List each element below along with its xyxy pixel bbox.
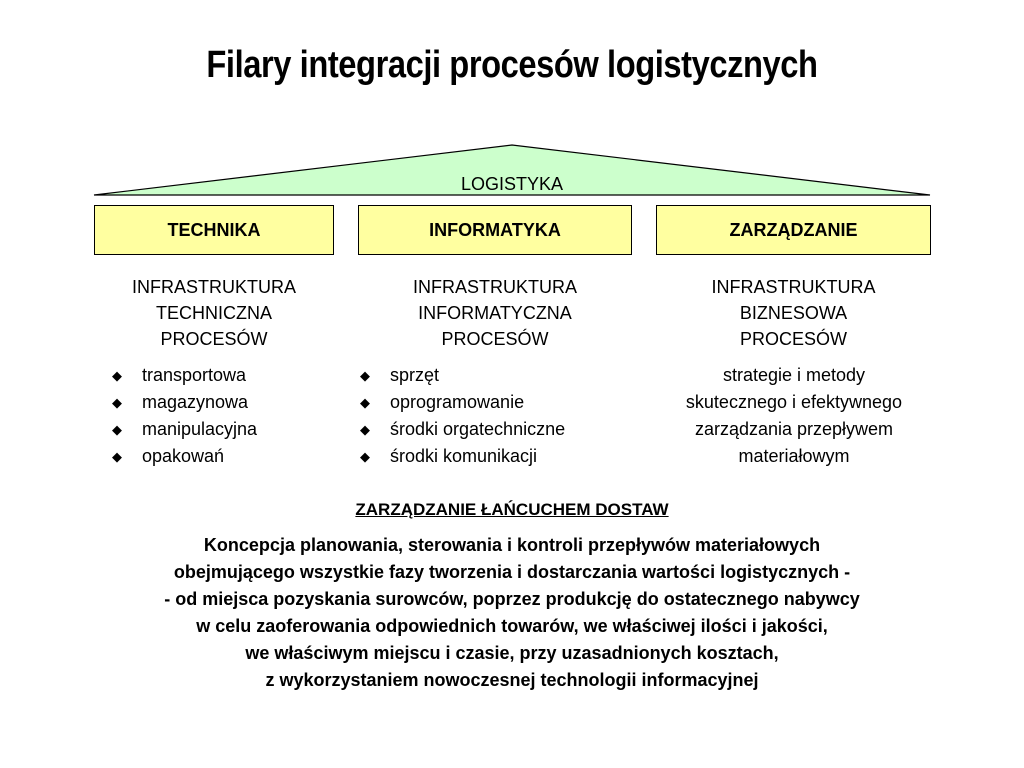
description-line: skutecznego i efektywnego: [685, 392, 903, 412]
concept-line: we właściwym miejscu i czasie, przy uzas…: [245, 643, 779, 663]
concept-line: w celu zaoferowania odpowiednich towarów…: [196, 616, 828, 636]
item-label: środki orgatechniczne: [390, 419, 566, 439]
infra-zarzadzanie: INFRASTRUKTURA BIZNESOWA PROCESÓW: [656, 274, 931, 352]
list-item: ◆ transportowa: [112, 362, 257, 389]
diamond-bullet-icon: ◆: [112, 368, 122, 383]
infra-line: INFRASTRUKTURA: [131, 277, 296, 297]
zarzadzanie-description: strategie i metody skutecznego i efektyw…: [646, 362, 942, 470]
logistyka-roof: [93, 144, 931, 196]
list-item: ◆ oprogramowanie: [360, 389, 565, 416]
diamond-bullet-icon: ◆: [360, 368, 370, 383]
infra-line: INFORMATYCZNA: [418, 303, 572, 323]
concept-text: Koncepcja planowania, sterowania i kontr…: [0, 532, 1024, 694]
pillar-zarzadzanie: ZARZĄDZANIE: [656, 205, 931, 255]
list-item: ◆ magazynowa: [112, 389, 257, 416]
diamond-bullet-icon: ◆: [360, 422, 370, 437]
diamond-bullet-icon: ◆: [112, 422, 122, 437]
infra-line: PROCESÓW: [160, 329, 268, 349]
infra-informatyka: INFRASTRUKTURA INFORMATYCZNA PROCESÓW: [358, 274, 632, 352]
item-label: opakowań: [142, 446, 225, 466]
scm-heading: ZARZĄDZANIE ŁAŃCUCHEM DOSTAW: [355, 500, 669, 519]
diamond-bullet-icon: ◆: [112, 395, 122, 410]
infra-line: TECHNICZNA: [156, 303, 272, 323]
list-item: ◆ środki komunikacji: [360, 443, 565, 470]
pillar-technika: TECHNIKA: [94, 205, 334, 255]
item-label: środki komunikacji: [390, 446, 538, 466]
concept-line: Koncepcja planowania, sterowania i kontr…: [203, 535, 821, 555]
roof-label: LOGISTYKA: [460, 174, 564, 194]
item-label: magazynowa: [142, 392, 249, 412]
infra-line: PROCESÓW: [739, 329, 847, 349]
infra-technika: INFRASTRUKTURA TECHNICZNA PROCESÓW: [94, 274, 334, 352]
infra-line: INFRASTRUKTURA: [412, 277, 577, 297]
informatyka-items: ◆ sprzęt ◆ oprogramowanie ◆ środki orgatech…: [360, 362, 565, 470]
item-label: manipulacyjna: [142, 419, 258, 439]
item-label: sprzęt: [390, 365, 440, 385]
list-item: ◆ manipulacyjna: [112, 416, 257, 443]
page-title: Filary integracji procesów logistycznych: [206, 44, 818, 86]
concept-line: obejmującego wszystkie fazy tworzenia i …: [173, 562, 851, 582]
item-label: transportowa: [142, 365, 247, 385]
infra-line: PROCESÓW: [441, 329, 549, 349]
concept-line: - od miejsca pozyskania surowców, poprze…: [164, 589, 860, 609]
list-item: ◆ sprzęt: [360, 362, 565, 389]
diamond-bullet-icon: ◆: [112, 449, 122, 464]
item-label: oprogramowanie: [390, 392, 525, 412]
description-line: materiałowym: [738, 446, 850, 466]
infra-line: BIZNESOWA: [739, 303, 848, 323]
list-item: ◆ opakowań: [112, 443, 257, 470]
description-line: zarządzania przepływem: [694, 419, 894, 439]
diamond-bullet-icon: ◆: [360, 449, 370, 464]
concept-line: z wykorzystaniem nowoczesnej technologii…: [265, 670, 759, 690]
pillar-informatyka: INFORMATYKA: [358, 205, 632, 255]
list-item: ◆ środki orgatechniczne: [360, 416, 565, 443]
roof-shape: [93, 144, 931, 196]
technika-items: ◆ transportowa ◆ magazynowa ◆ manipulacyjna…: [112, 362, 257, 470]
diamond-bullet-icon: ◆: [360, 395, 370, 410]
infra-line: INFRASTRUKTURA: [711, 277, 876, 297]
description-line: strategie i metody: [722, 365, 866, 385]
